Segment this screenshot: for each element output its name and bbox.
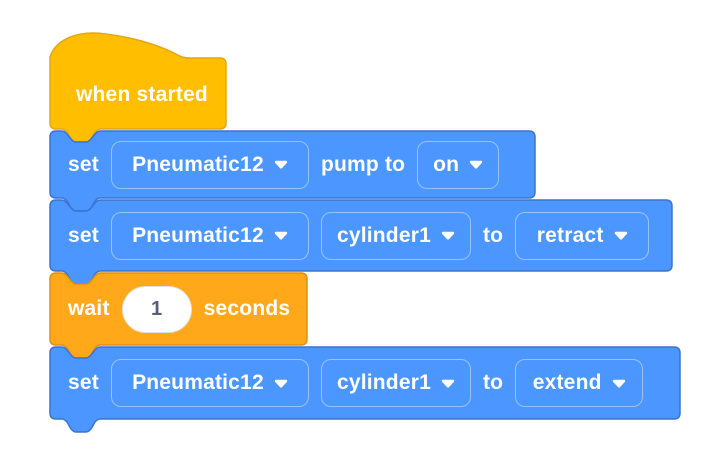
cylinder-dropdown-value: cylinder1 [336, 371, 431, 394]
wait-duration-input[interactable]: 1 [121, 285, 192, 333]
device-dropdown[interactable]: Pneumatic12 [110, 359, 309, 407]
dropdown-arrow-icon [612, 379, 625, 388]
dropdown-arrow-icon [274, 231, 288, 240]
cylinder-dropdown-value: cylinder1 [336, 223, 431, 247]
pump-to-keyword: pump to [320, 152, 406, 176]
dropdown-arrow-icon [441, 379, 455, 388]
pump-state-dropdown[interactable]: on [417, 140, 500, 189]
stack-block-shape [49, 130, 536, 212]
seconds-keyword: seconds [203, 297, 291, 320]
set-keyword: set [68, 223, 99, 247]
device-dropdown-value: Pneumatic12 [132, 223, 264, 247]
cylinder-action-dropdown-value: retract [536, 223, 604, 247]
to-keyword: to [482, 371, 504, 394]
cylinder-action-dropdown-value: extend [532, 371, 602, 394]
cylinder-dropdown[interactable]: cylinder1 [320, 211, 471, 260]
cylinder-action-dropdown[interactable]: extend [515, 359, 644, 407]
set-keyword: set [68, 371, 99, 394]
device-dropdown-value: Pneumatic12 [132, 152, 264, 176]
hat-block-shape [49, 32, 227, 143]
device-dropdown-value: Pneumatic12 [132, 371, 264, 394]
hat-label: when started [76, 83, 208, 106]
pump-state-dropdown-value: on [433, 152, 460, 176]
wait-keyword: wait [68, 297, 110, 320]
dropdown-arrow-icon [441, 231, 455, 240]
dropdown-arrow-icon [274, 160, 288, 169]
dropdown-arrow-icon [614, 231, 627, 240]
cylinder-dropdown[interactable]: cylinder1 [320, 359, 471, 407]
to-keyword: to [482, 223, 504, 247]
dropdown-arrow-icon [274, 379, 288, 388]
device-dropdown[interactable]: Pneumatic12 [110, 140, 309, 189]
dropdown-arrow-icon [470, 160, 483, 169]
wait-duration-value: 1 [150, 297, 163, 320]
device-dropdown[interactable]: Pneumatic12 [110, 211, 309, 260]
cylinder-action-dropdown[interactable]: retract [515, 211, 650, 260]
set-keyword: set [68, 152, 99, 176]
